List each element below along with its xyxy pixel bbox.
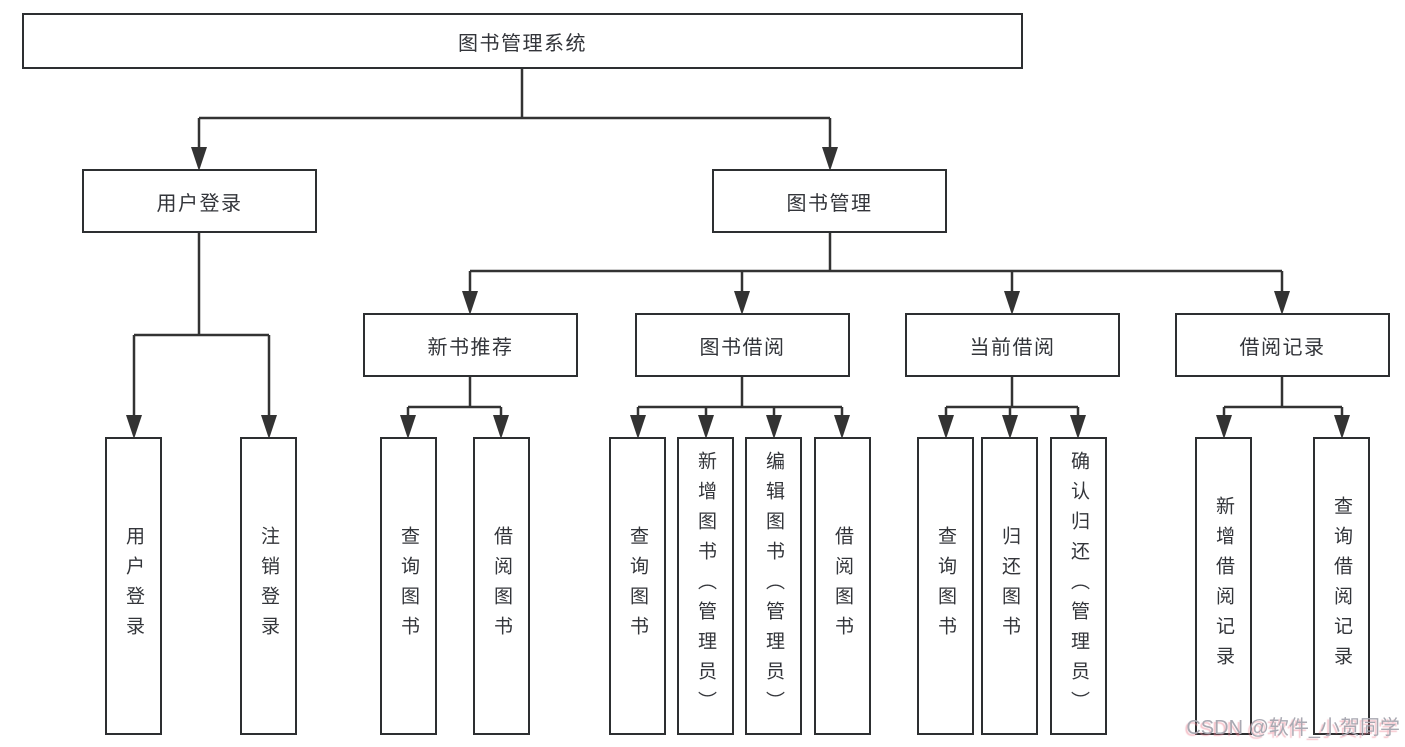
leaf-logout-label: 注销登录 — [258, 526, 279, 646]
leaf-records-add-borrow-record: 新增借阅记录 — [1195, 437, 1252, 735]
node-book-borrowing-label: 图书借阅 — [699, 336, 786, 359]
node-new-book-recommend-label: 新书推荐 — [427, 336, 514, 359]
leaf-current-query-books: 查询图书 — [917, 437, 974, 735]
leaf-logout: 注销登录 — [240, 437, 297, 735]
leaf-recommend-borrow-books-label: 借阅图书 — [491, 526, 512, 646]
node-book-borrowing: 图书借阅 — [635, 313, 850, 377]
leaf-user-login: 用户登录 — [105, 437, 162, 735]
connector-paths — [132, 69, 1344, 435]
leaf-borrowing-add-books-admin: 新增图书（管理员） — [677, 437, 734, 735]
node-current-borrowing-label: 当前借阅 — [969, 336, 1056, 359]
leaf-user-login-label: 用户登录 — [123, 526, 144, 646]
node-root-system-label: 图书管理系统 — [458, 32, 587, 55]
leaf-borrowing-edit-books-admin: 编辑图书（管理员） — [745, 437, 802, 735]
node-new-book-recommend: 新书推荐 — [363, 313, 578, 377]
node-borrow-records: 借阅记录 — [1175, 313, 1390, 377]
node-borrow-records-label: 借阅记录 — [1239, 336, 1326, 359]
leaf-borrowing-edit-books-admin-label: 编辑图书（管理员） — [763, 451, 784, 721]
leaf-records-add-borrow-record-label: 新增借阅记录 — [1213, 496, 1234, 676]
leaf-current-return-books-label: 归还图书 — [999, 526, 1020, 646]
leaf-recommend-query-books: 查询图书 — [380, 437, 437, 735]
leaf-records-query-borrow-record: 查询借阅记录 — [1313, 437, 1370, 735]
node-user-login-label: 用户登录 — [156, 192, 243, 215]
leaf-recommend-query-books-label: 查询图书 — [398, 526, 419, 646]
leaf-borrowing-add-books-admin-label: 新增图书（管理员） — [695, 451, 716, 721]
leaf-current-return-books: 归还图书 — [981, 437, 1038, 735]
node-current-borrowing: 当前借阅 — [905, 313, 1120, 377]
leaf-borrowing-borrow-books: 借阅图书 — [814, 437, 871, 735]
node-book-management: 图书管理 — [712, 169, 947, 233]
leaf-borrowing-query-books: 查询图书 — [609, 437, 666, 735]
node-root-system: 图书管理系统 — [22, 13, 1023, 69]
csdn-watermark: CSDN @软件_小贺同学 — [1186, 717, 1400, 739]
leaf-borrowing-query-books-label: 查询图书 — [627, 526, 648, 646]
leaf-records-query-borrow-record-label: 查询借阅记录 — [1331, 496, 1352, 676]
leaf-current-query-books-label: 查询图书 — [935, 526, 956, 646]
leaf-current-confirm-return-admin: 确认归还（管理员） — [1050, 437, 1107, 735]
arrowhead-icons — [126, 147, 1350, 439]
leaf-current-confirm-return-admin-label: 确认归还（管理员） — [1068, 451, 1089, 721]
leaf-recommend-borrow-books: 借阅图书 — [473, 437, 530, 735]
node-user-login: 用户登录 — [82, 169, 317, 233]
node-book-management-label: 图书管理 — [786, 192, 873, 215]
leaf-borrowing-borrow-books-label: 借阅图书 — [832, 526, 853, 646]
